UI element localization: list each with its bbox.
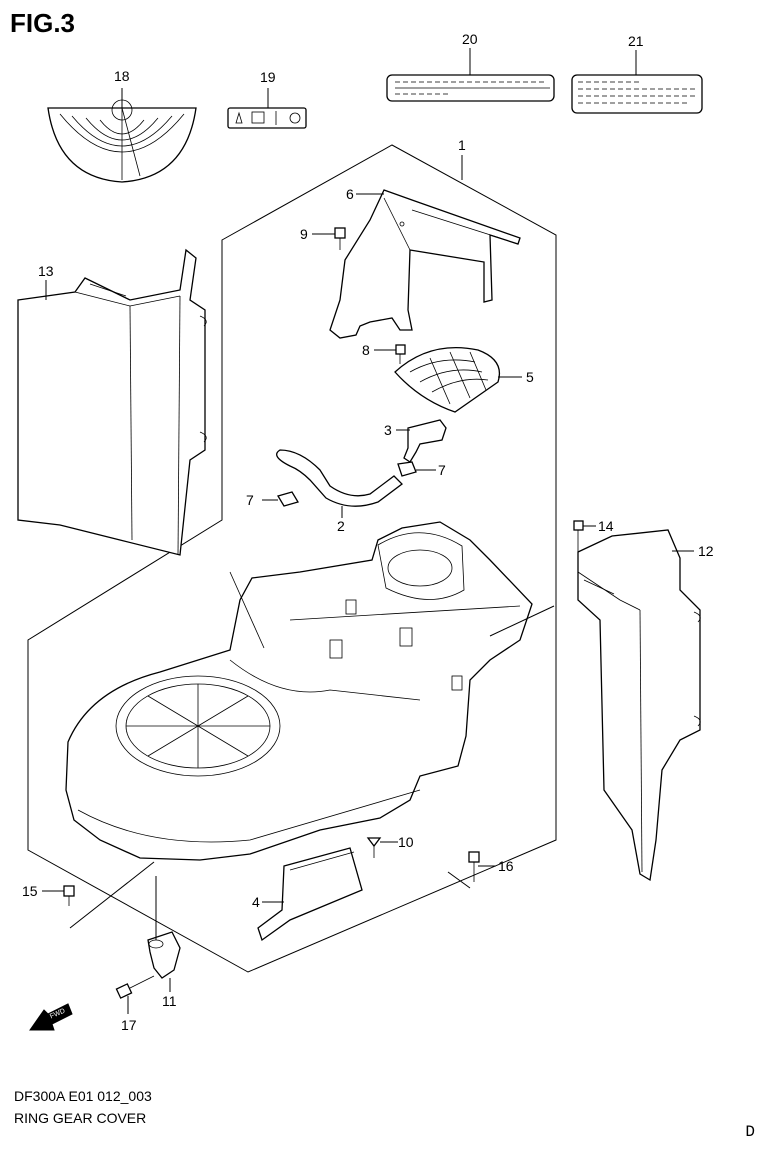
part-5-mesh-cover [394, 347, 501, 413]
callout-14: 14 [598, 518, 614, 534]
part-12-side-cover [577, 529, 701, 882]
part-16-bolt [468, 851, 480, 882]
part-17-bolt [115, 975, 155, 999]
callout-11: 11 [162, 993, 177, 1009]
callout-16: 16 [498, 858, 514, 874]
callout-6: 6 [346, 186, 354, 202]
callout-20: 20 [462, 31, 478, 47]
callout-5: 5 [526, 369, 534, 385]
part-2-hose [276, 449, 403, 507]
part-7-clip-upper [397, 461, 417, 477]
part-7-clip-lower [277, 491, 299, 507]
callout-7-upper: 7 [438, 462, 446, 478]
figure-caption: RING GEAR COVER [14, 1110, 147, 1126]
callout-2: 2 [337, 518, 345, 534]
part-11-mount [147, 931, 181, 979]
part-1-ring-gear-cover [65, 521, 533, 861]
part-18-sticker [47, 99, 197, 183]
part-10-screw [366, 837, 382, 858]
part-3-fitting [403, 419, 447, 463]
callout-15: 15 [22, 883, 38, 899]
part-13-side-cover [17, 248, 207, 556]
callout-9: 9 [300, 226, 308, 242]
callout-18: 18 [114, 68, 130, 84]
callout-17: 17 [121, 1017, 137, 1033]
callout-1: 1 [458, 137, 466, 153]
fwd-arrow-icon: FWD [29, 1003, 73, 1031]
part-19-warning-label [227, 107, 307, 129]
callout-12: 12 [698, 543, 714, 559]
part-21-label [571, 74, 703, 114]
part-4-bracket [257, 847, 363, 942]
part-9-bolt [334, 227, 346, 250]
callout-19: 19 [260, 69, 276, 85]
callout-4: 4 [252, 894, 260, 910]
part-15-bolt [63, 885, 75, 906]
warning-label-icon [235, 111, 301, 125]
page-marker: D [745, 1123, 755, 1141]
callout-3: 3 [384, 422, 392, 438]
callout-21: 21 [628, 33, 644, 49]
part-8-bolt [395, 344, 406, 364]
callout-10: 10 [398, 834, 414, 850]
part-6-cover-bracket [329, 189, 521, 339]
callout-8: 8 [362, 342, 370, 358]
figure-title: FIG.3 [10, 8, 76, 38]
callout-7-lower: 7 [246, 492, 254, 508]
callout-13: 13 [38, 263, 54, 279]
assembly-frame [27, 144, 557, 973]
model-code: DF300A E01 012_003 [14, 1088, 152, 1104]
part-20-label [386, 74, 555, 102]
